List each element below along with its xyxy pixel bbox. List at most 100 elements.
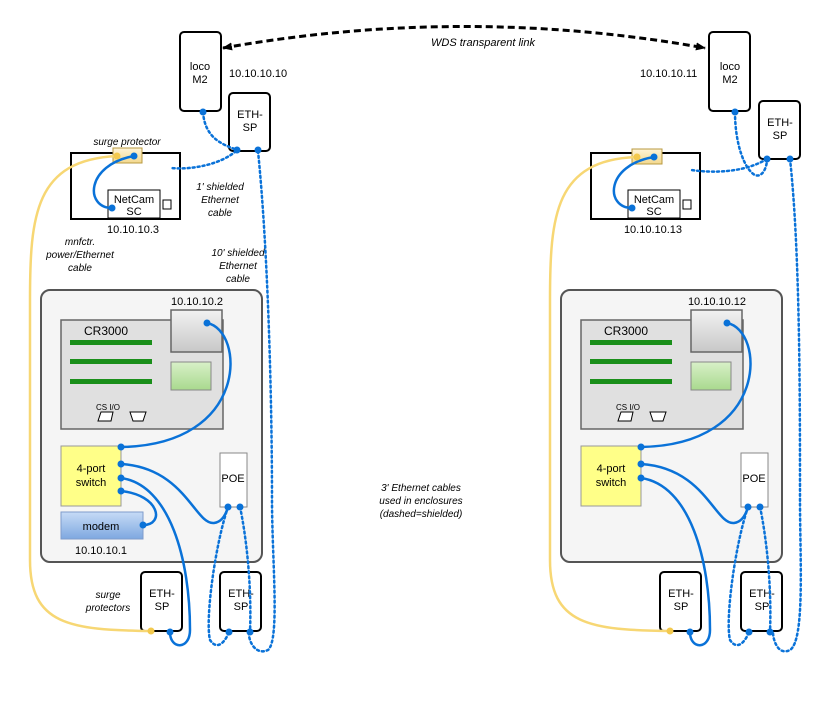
left-modem-label: modem bbox=[83, 521, 120, 533]
right-cr3000-network-module bbox=[690, 309, 743, 353]
left-4-port-switch bbox=[60, 445, 122, 507]
right-loco-line2: M2 bbox=[722, 74, 737, 86]
left-power-cable-line2: power/Ethernet bbox=[45, 250, 115, 261]
right-port-dot bbox=[766, 628, 774, 636]
left-netcam-ip: 10.10.10.3 bbox=[107, 224, 159, 236]
left-cr3000-bar-2 bbox=[70, 359, 152, 364]
wds-link-label: WDS transparent link bbox=[431, 37, 535, 49]
right-poe-label: POE bbox=[742, 473, 765, 485]
right-netcam-cable bbox=[612, 155, 656, 210]
right-eth-sp-top bbox=[758, 100, 801, 160]
left-port-dot bbox=[166, 628, 174, 636]
left-cs-io-port-2 bbox=[129, 411, 147, 422]
left-port-dot bbox=[117, 487, 125, 495]
right-cr3000-io-label: CS I/O bbox=[616, 403, 640, 412]
left-cable-10ft-long bbox=[247, 149, 276, 653]
right-port-dot bbox=[763, 155, 771, 163]
left-cr3000-bar-1 bbox=[70, 340, 152, 345]
right-port-dot bbox=[744, 503, 752, 511]
left-cable-cr3000-to-switch bbox=[119, 321, 232, 449]
right-switch-line1: 4-port bbox=[597, 463, 626, 475]
right-cs-io-port-2 bbox=[649, 411, 667, 422]
right-power-cable bbox=[548, 155, 672, 633]
right-cr3000-bar-1 bbox=[590, 340, 672, 345]
right-cable-cr3000-to-switch bbox=[639, 321, 752, 449]
right-cable-10ft-long bbox=[771, 157, 803, 653]
right-port-dot bbox=[628, 204, 636, 212]
right-port-dot bbox=[650, 153, 658, 161]
right-eth-sp-top-line2: SP bbox=[773, 130, 788, 142]
left-surge-protectors-line1: surge bbox=[95, 590, 120, 601]
right-cable-loco-to-ethsp bbox=[733, 110, 769, 177]
left-surge-protectors-line2: protectors bbox=[85, 603, 130, 614]
left-loco-ip: 10.10.10.10 bbox=[229, 68, 287, 80]
right-cr3000-bar-2 bbox=[590, 359, 672, 364]
left-cable-10ft-line1: 10' shielded bbox=[211, 248, 265, 259]
right-netcam-line2: SC bbox=[646, 206, 661, 218]
right-eth-sp-top-line1: ETH- bbox=[767, 117, 793, 129]
left-eth-sp-bottom-a-line1: ETH- bbox=[149, 588, 175, 600]
left-cable-1ft-ethsp-to-netcam bbox=[169, 149, 238, 170]
right-cable-switch-to-poe bbox=[639, 462, 750, 525]
right-loco-line1: loco bbox=[720, 61, 740, 73]
left-poe-injector bbox=[219, 452, 248, 508]
right-port-dot bbox=[756, 503, 764, 511]
right-port-dot bbox=[786, 155, 794, 163]
right-eth-sp-bottom-b-line1: ETH- bbox=[749, 588, 775, 600]
right-4-port-switch bbox=[580, 445, 642, 507]
left-cr3000-bar-3 bbox=[70, 379, 152, 384]
left-poe-label: POE bbox=[221, 473, 244, 485]
right-port-dot bbox=[637, 460, 645, 468]
right-eth-sp-bottom-a bbox=[659, 571, 702, 632]
left-port-dot bbox=[254, 146, 262, 154]
right-netcam-line1: NetCam bbox=[634, 194, 674, 206]
left-port-dot bbox=[199, 108, 207, 116]
right-port-dot bbox=[731, 108, 739, 116]
left-netcam-line2: SC bbox=[126, 206, 141, 218]
left-cr3000-network-module bbox=[170, 309, 223, 353]
right-power-dot bbox=[633, 153, 641, 161]
right-loco-ip: 10.10.10.11 bbox=[640, 68, 697, 80]
left-port-dot bbox=[130, 152, 138, 160]
left-cable-switch-to-modem bbox=[119, 489, 158, 527]
right-power-dot bbox=[666, 627, 674, 635]
left-power-cable bbox=[28, 154, 153, 633]
right-poe-injector bbox=[740, 452, 769, 508]
left-port-dot bbox=[246, 628, 254, 636]
left-loco-line2: M2 bbox=[192, 74, 207, 86]
right-cr3000-label: CR3000 bbox=[604, 324, 648, 338]
left-cable-switch-to-bottom-sp bbox=[119, 476, 192, 647]
left-surge-protector-label: surge protector bbox=[93, 137, 161, 148]
right-cable-1ft-ethsp-to-netcam bbox=[689, 157, 769, 173]
center-note-line1: 3' Ethernet cables bbox=[381, 483, 461, 494]
wds-link-arrow bbox=[222, 25, 706, 51]
left-eth-sp-top-line1: ETH- bbox=[237, 109, 263, 121]
left-cable-switch-to-poe bbox=[119, 462, 230, 525]
right-netcam-device bbox=[627, 189, 681, 219]
left-netcam-device bbox=[107, 189, 161, 219]
right-cable-poe-to-bottom-sp bbox=[727, 505, 751, 647]
left-power-cable-line3: cable bbox=[68, 263, 92, 274]
left-eth-sp-bottom-b-line1: ETH- bbox=[228, 588, 254, 600]
left-cr3000-label: CR3000 bbox=[84, 324, 128, 338]
left-cr3000-io-label: CS I/O bbox=[96, 403, 120, 412]
left-cable-1ft-line2: Ethernet bbox=[201, 195, 240, 206]
center-note-line3: (dashed=shielded) bbox=[380, 509, 463, 520]
right-port-dot bbox=[637, 443, 645, 451]
left-netcam-cable bbox=[92, 154, 136, 210]
left-site: loco M2 10.10.10.10 ETH- SP surge protec… bbox=[28, 31, 287, 653]
right-cr3000-display bbox=[690, 361, 732, 391]
left-power-cable-line1: mnfctr. bbox=[65, 237, 95, 248]
left-cable-10ft-line2: Ethernet bbox=[219, 261, 258, 272]
left-modem-ip: 10.10.10.1 bbox=[75, 545, 127, 557]
left-port-dot bbox=[236, 503, 244, 511]
left-cr3000-ip: 10.10.10.2 bbox=[171, 296, 223, 308]
left-switch-line2: switch bbox=[76, 477, 107, 489]
right-cr3000-bar-3 bbox=[590, 379, 672, 384]
left-port-dot bbox=[225, 628, 233, 636]
left-eth-sp-bottom-b-line2: SP bbox=[234, 601, 249, 613]
left-cr3000-display bbox=[170, 361, 212, 391]
right-switch-line2: switch bbox=[596, 477, 627, 489]
left-port-dot bbox=[117, 474, 125, 482]
